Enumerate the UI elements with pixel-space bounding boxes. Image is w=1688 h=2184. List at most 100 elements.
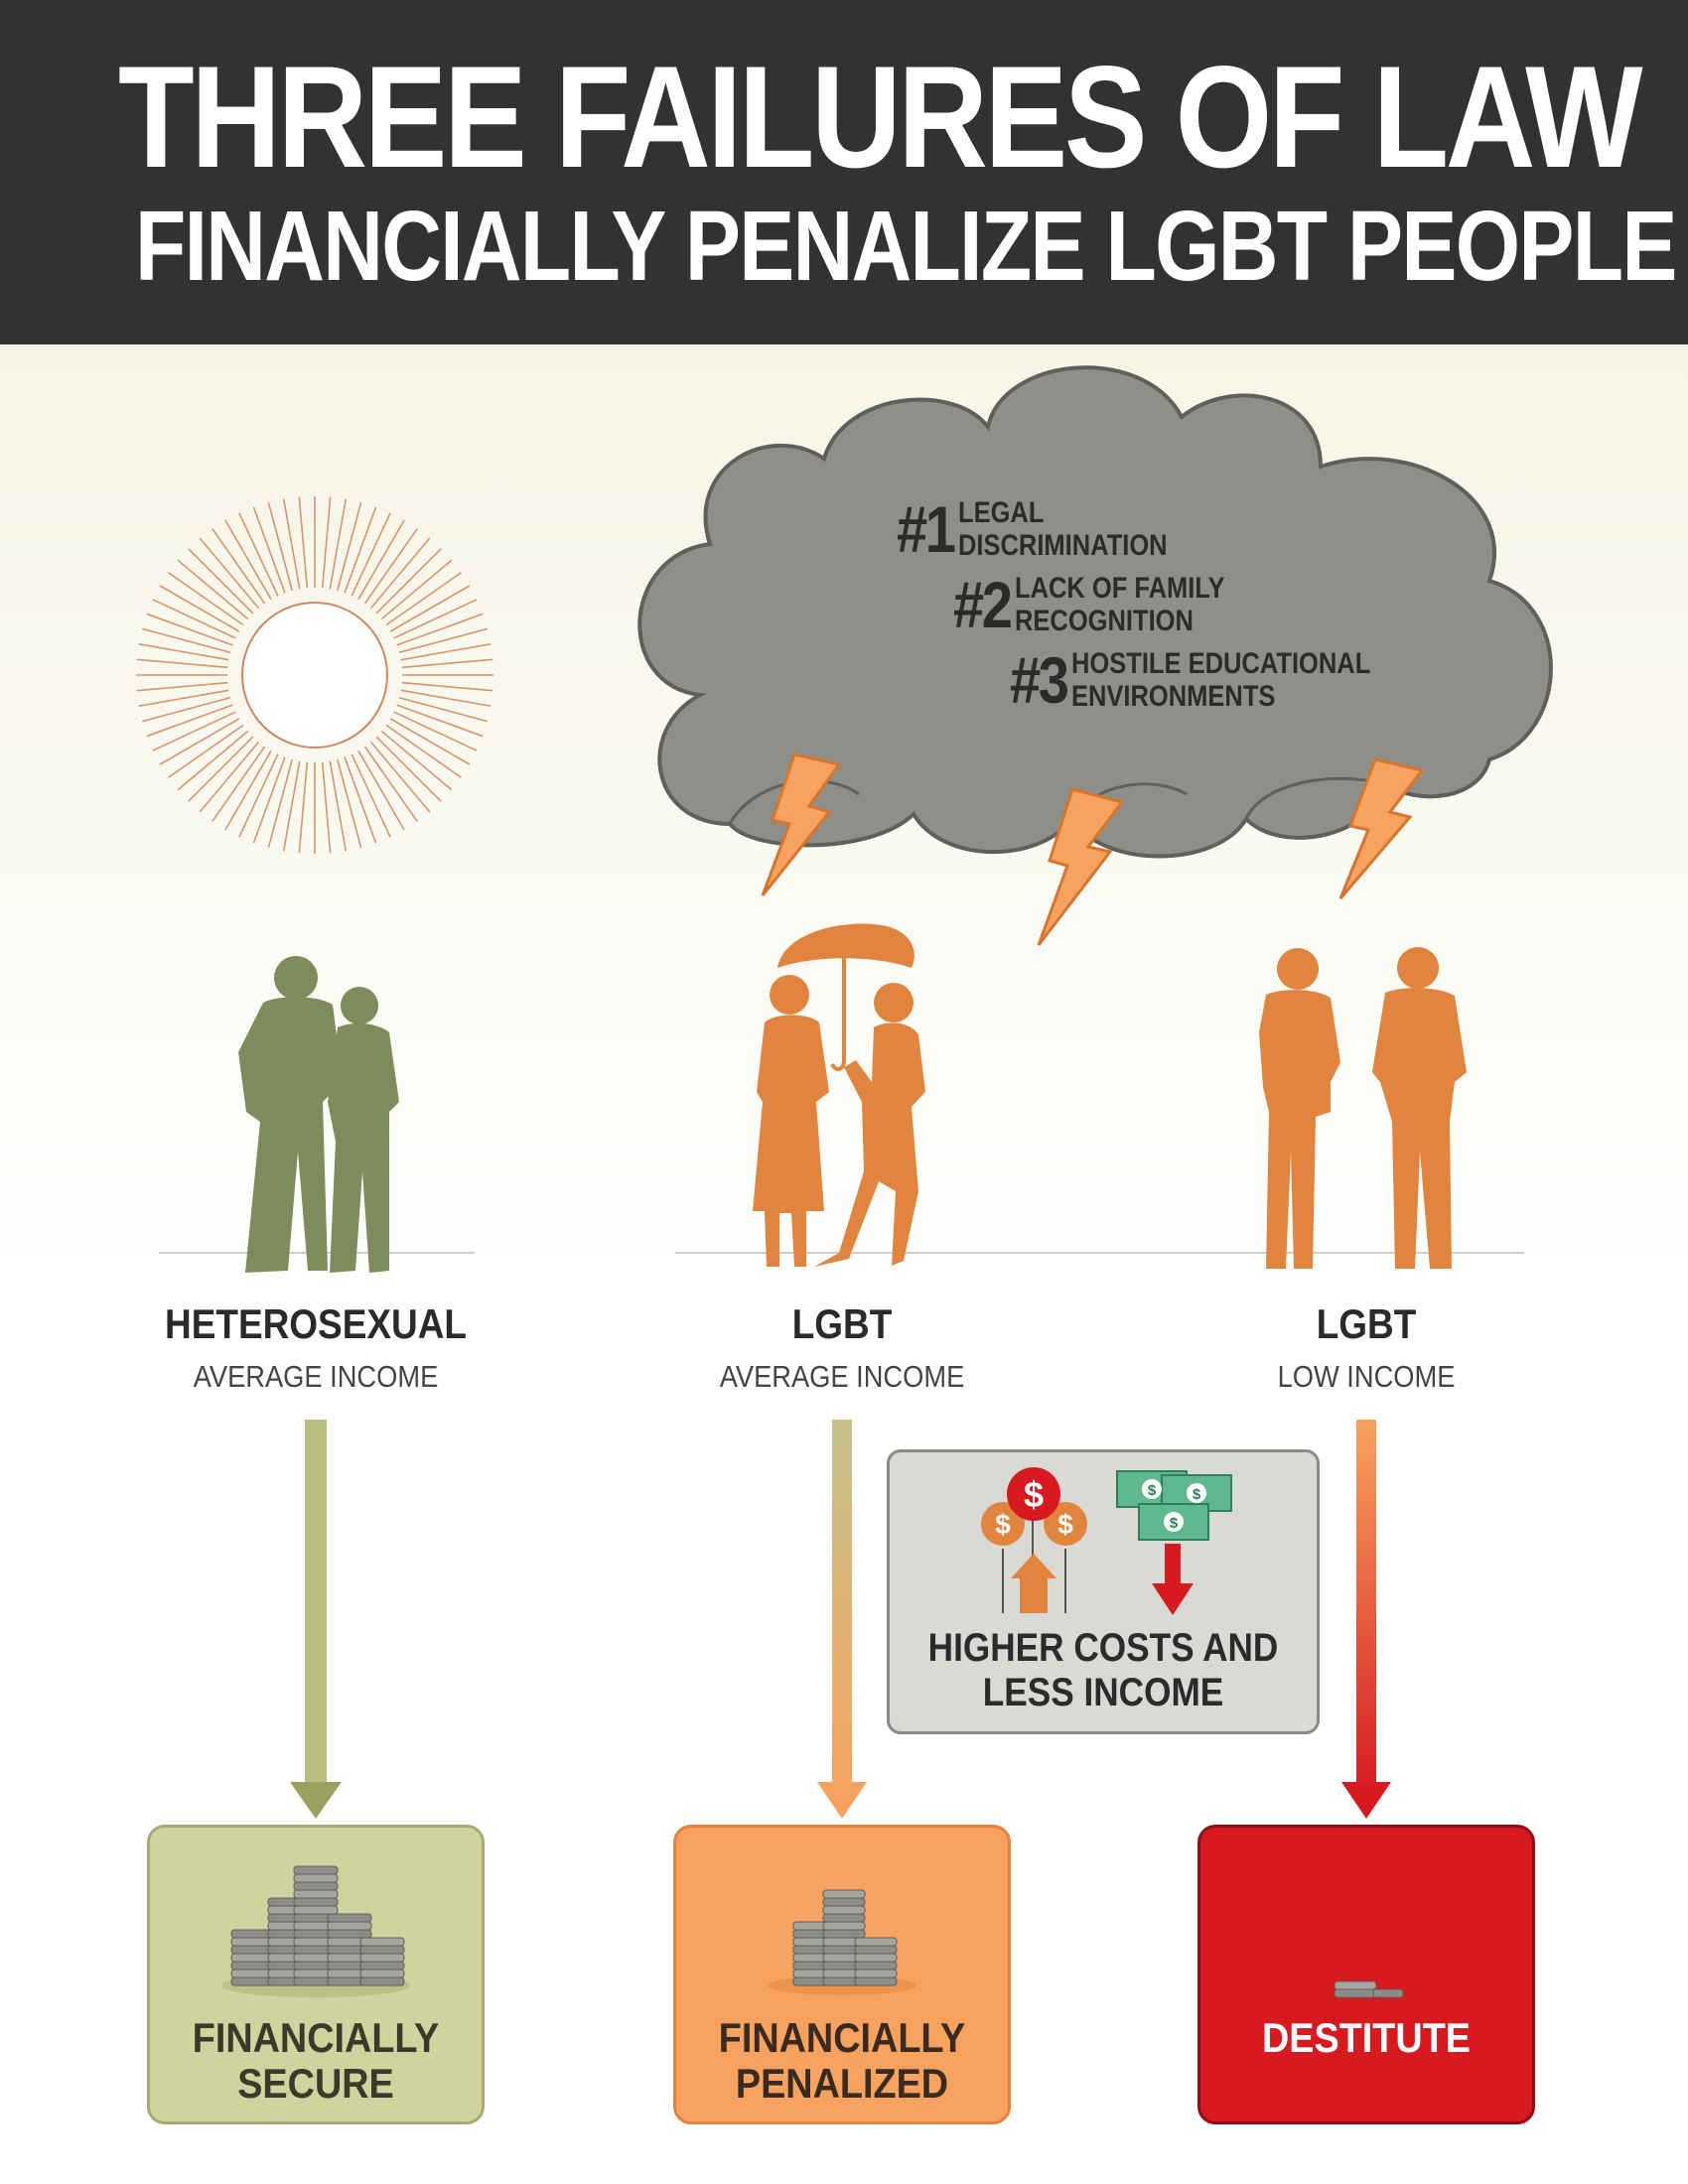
- sun-ray: [396, 704, 484, 738]
- lightning-bolt-icon: [761, 752, 842, 896]
- failure-text: HOSTILE EDUCATIONAL ENVIRONMENTS: [1071, 647, 1370, 713]
- sun-ray: [138, 689, 229, 708]
- sun-ray: [136, 658, 228, 669]
- sun-ray: [199, 741, 260, 813]
- lgbt-couple-with-umbrella-silhouette: [753, 923, 925, 1267]
- sun-ray: [380, 730, 453, 791]
- outcome-label-destitute: DESTITUTE: [1214, 2015, 1518, 2061]
- sun-ray: [211, 528, 266, 605]
- sun-ray: [337, 501, 362, 592]
- sun-ray: [267, 501, 293, 592]
- storm-cloud-icon: [637, 365, 1553, 859]
- sun-ray: [159, 585, 240, 632]
- sun-ray: [152, 599, 236, 639]
- sun-ray: [136, 681, 228, 692]
- sun-ray: [393, 711, 478, 751]
- sun-ray: [357, 750, 405, 831]
- sun-ray: [375, 736, 442, 802]
- arrow-heterosexual-head: [290, 1782, 342, 1819]
- sun-ray: [188, 548, 254, 614]
- sun-ray: [337, 758, 362, 849]
- title-banner: [0, 0, 1688, 344]
- failure-text-line: HOSTILE EDUCATIONAL: [1071, 647, 1371, 680]
- sun-ray: [351, 512, 391, 597]
- sun-ray: [398, 627, 489, 653]
- group-income-heterosexual: AVERAGE INCOME: [193, 1359, 439, 1394]
- sun-ray: [321, 496, 332, 589]
- sun-ray: [363, 746, 418, 822]
- failure-3: #3 HOSTILE EDUCATIONAL ENVIRONMENTS: [1005, 647, 1424, 713]
- sun-ray: [396, 613, 484, 646]
- heterosexual-couple-silhouette: [238, 956, 399, 1273]
- outcome-line: SECURE: [237, 2060, 394, 2107]
- sun-ray: [146, 704, 233, 738]
- sun-ray: [177, 559, 249, 620]
- sun-ray: [146, 613, 233, 646]
- sun-ray: [188, 736, 254, 802]
- failure-text-line: ENVIRONMENTS: [1071, 680, 1276, 713]
- group-label-heterosexual: HETEROSEXUAL: [165, 1300, 467, 1347]
- sun-ray: [224, 519, 272, 601]
- lightning-bolt-icon: [1037, 787, 1125, 946]
- outcome-line: FINANCIALLY: [192, 2014, 440, 2061]
- sun-ray: [389, 718, 471, 765]
- sun-ray: [369, 537, 431, 610]
- sun-ray: [152, 711, 236, 751]
- sun-ray: [351, 753, 391, 838]
- group-label-lgbt-average: LGBT: [791, 1300, 893, 1347]
- outcome-label-penalized: FINANCIALLY PENALIZED: [690, 2015, 994, 2107]
- title-line-2: FINANCIALLY PENALIZE LGBT PEOPLE: [135, 191, 1677, 302]
- outcome-line: PENALIZED: [735, 2060, 949, 2107]
- sun-ray: [401, 681, 493, 692]
- failure-1: #1 LEGAL DISCRIMINATION: [892, 496, 1204, 562]
- group-income-lgbt-low: LOW INCOME: [1277, 1359, 1456, 1394]
- arrow-lgbt-average-shaft: [832, 1420, 852, 1801]
- failure-number: #3: [1010, 643, 1069, 717]
- sun-ray: [401, 658, 493, 669]
- sun-ray: [298, 761, 309, 854]
- higher-costs-line: LESS INCOME: [982, 1671, 1224, 1714]
- sun-ray: [199, 537, 260, 610]
- sun-ray: [168, 572, 244, 626]
- failure-text: LEGAL DISCRIMINATION: [958, 496, 1168, 562]
- sun-ray: [141, 697, 231, 723]
- sun-ray: [385, 572, 462, 626]
- outcome-box-destitute: [1197, 1825, 1535, 2124]
- failure-text-line: LACK OF FAMILY: [1015, 572, 1225, 605]
- sun-ray: [329, 760, 348, 852]
- sun-ray: [211, 746, 266, 822]
- sun-icon: [136, 496, 493, 854]
- lightning-bolt-icons: [761, 752, 1425, 946]
- failure-text: LACK OF FAMILY RECOGNITION: [1015, 572, 1225, 637]
- arrow-lgbt-average-head: [817, 1782, 867, 1819]
- sun-ray: [298, 496, 309, 589]
- higher-costs-label: HIGHER COSTS AND LESS INCOME: [913, 1626, 1294, 1715]
- sun-ray: [267, 758, 293, 849]
- outcome-label-secure: FINANCIALLY SECURE: [164, 2015, 468, 2107]
- sun-ray: [329, 498, 348, 590]
- failure-number: #2: [953, 568, 1013, 641]
- sun-ray: [252, 756, 286, 844]
- sun-ray: [369, 741, 431, 813]
- sun-ray: [321, 761, 332, 854]
- sun-ray: [363, 528, 418, 605]
- sun-ray: [138, 642, 229, 661]
- sun-ray: [177, 730, 249, 791]
- sun-ray: [282, 760, 301, 852]
- sun-ray: [393, 599, 478, 639]
- higher-costs-line: HIGHER COSTS AND: [927, 1626, 1279, 1670]
- arrow-lgbt-low-head: [1341, 1782, 1391, 1819]
- higher-costs-box: [887, 1449, 1320, 1734]
- sun-ray: [159, 718, 240, 765]
- failure-2: #2 LACK OF FAMILY RECOGNITION: [948, 572, 1262, 637]
- lightning-bolt-icon: [1338, 757, 1425, 899]
- sun-ray: [380, 559, 453, 620]
- sun-ray: [344, 506, 377, 594]
- arrow-heterosexual-shaft: [305, 1420, 327, 1801]
- failure-text-line: LEGAL: [958, 496, 1045, 529]
- outcome-line: DESTITUTE: [1261, 2014, 1472, 2061]
- group-label-lgbt-low: LGBT: [1316, 1300, 1417, 1347]
- lgbt-couple-silhouette: [1259, 947, 1467, 1269]
- outcome-line: FINANCIALLY: [718, 2014, 966, 2061]
- sun-ray: [141, 627, 231, 653]
